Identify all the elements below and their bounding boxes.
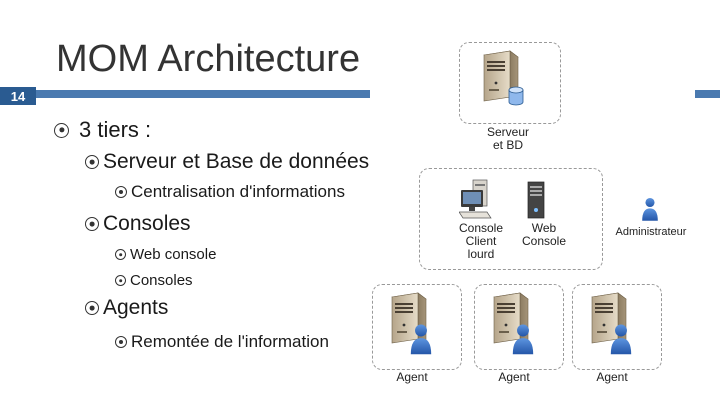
diagram-overlay	[370, 0, 460, 405]
user-icon	[608, 322, 634, 356]
bullet-consoles: Consoles	[85, 212, 191, 236]
bullet-remontee-text: Remontée de l'information	[131, 332, 329, 352]
bullet-icon	[85, 301, 99, 315]
bullet-web-console-text: Web console	[130, 246, 216, 263]
server-label-line2: et BD	[470, 139, 546, 152]
web-console-icon	[522, 180, 550, 220]
bullet-agents-text: Agents	[103, 296, 168, 320]
bullet-icon	[115, 186, 127, 198]
agent-label: Agent	[484, 371, 544, 384]
web-console-label-line2: Console	[512, 235, 576, 248]
admin-label: Administrateur	[606, 226, 696, 239]
bullet-agents: Agents	[85, 296, 168, 320]
bullet-icon	[115, 249, 126, 260]
bullet-icon	[85, 217, 99, 231]
bullet-centralisation: Centralisation d'informations	[115, 182, 345, 202]
bullet-centralisation-text: Centralisation d'informations	[131, 182, 345, 202]
web-console-label: Web Console	[512, 222, 576, 248]
bullet-icon	[54, 123, 69, 138]
bullet-consoles-item: Consoles	[115, 272, 193, 289]
bullet-tiers: 3 tiers :	[54, 117, 151, 143]
bullet-icon	[115, 275, 126, 286]
slide-number: 14	[0, 87, 36, 105]
database-icon	[508, 86, 524, 106]
bullet-icon	[115, 336, 127, 348]
title-rule-left	[36, 90, 370, 98]
bullet-tiers-text: 3 tiers :	[79, 117, 151, 143]
page-title: MOM Architecture	[56, 38, 360, 81]
agent-label: Agent	[582, 371, 642, 384]
bullet-consoles-item-text: Consoles	[130, 272, 193, 289]
user-icon	[510, 322, 536, 356]
bullet-icon	[85, 155, 99, 169]
pc-icon	[459, 178, 503, 220]
bullet-web-console: Web console	[115, 246, 216, 263]
title-rule-right	[695, 90, 720, 98]
user-icon	[640, 196, 660, 222]
bullet-remontee: Remontée de l'information	[115, 332, 329, 352]
server-label: Serveur et BD	[470, 126, 546, 152]
bullet-consoles-text: Consoles	[103, 212, 191, 236]
bullet-server: Serveur et Base de données	[85, 150, 369, 174]
bullet-server-text: Serveur et Base de données	[103, 150, 369, 174]
